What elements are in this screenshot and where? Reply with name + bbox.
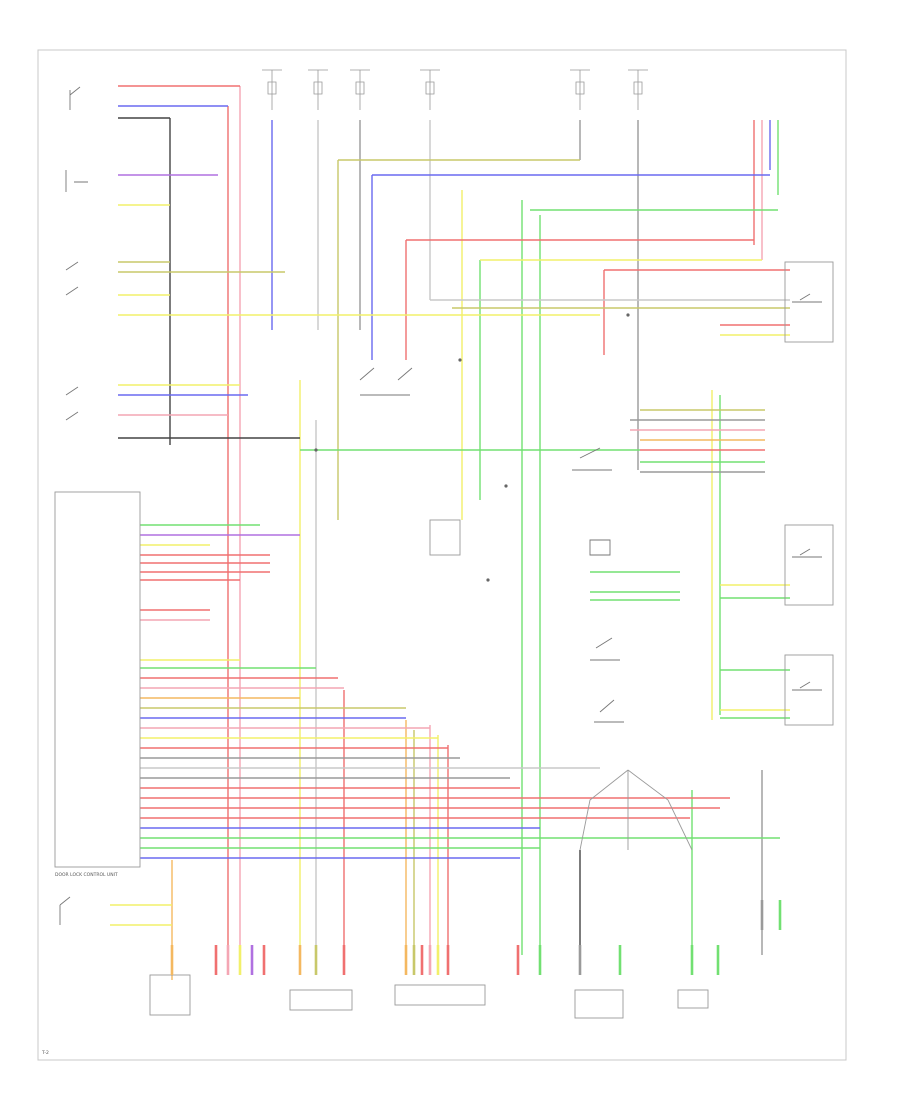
ground-fan: [579, 769, 693, 851]
splice-dots: [314, 313, 630, 582]
path-5: [570, 69, 590, 110]
path-114: [65, 170, 88, 192]
bottom-connectors: [170, 900, 782, 975]
path-115: [65, 261, 79, 296]
control-unit-label: DOOR LOCK CONTROL UNIT: [55, 872, 118, 878]
path-3: [350, 69, 370, 110]
path-116: [65, 386, 79, 421]
path-123: [792, 548, 822, 558]
rect-134: [677, 989, 709, 1009]
rect-127: [784, 261, 834, 343]
rect-135: [429, 519, 461, 556]
switch-symbols: [59, 86, 822, 925]
path-125: [59, 896, 71, 925]
circle-163: [626, 313, 630, 317]
path-2: [308, 69, 328, 110]
diagram-frame: [37, 49, 847, 1061]
path-113: [69, 86, 81, 110]
path-164: [579, 769, 629, 851]
rect-129: [784, 654, 834, 726]
path-121: [594, 699, 624, 723]
circle-162: [458, 358, 462, 362]
path-120: [590, 637, 620, 661]
path-1: [262, 69, 282, 110]
rect-132: [394, 984, 486, 1006]
path-165: [627, 769, 693, 851]
rect-133: [574, 989, 624, 1019]
path-119: [589, 539, 611, 556]
path-4: [420, 69, 440, 110]
vertical-wires: [169, 86, 779, 980]
path-124: [792, 681, 822, 691]
rect-131: [289, 989, 353, 1011]
rect-128: [784, 524, 834, 606]
component-boxes: [54, 261, 834, 1019]
rect-130: [149, 974, 191, 1016]
path-118: [572, 447, 612, 471]
horizontal-wires: [110, 85, 790, 926]
path-122: [792, 293, 822, 303]
rect-126: [54, 491, 141, 868]
path-6: [628, 69, 648, 110]
circle-160: [486, 578, 490, 582]
circle-161: [504, 484, 508, 488]
circle-159: [314, 448, 318, 452]
fuse-block-group: [262, 69, 648, 110]
path-117: [359, 367, 413, 396]
page-tag: T-2: [41, 1050, 49, 1056]
